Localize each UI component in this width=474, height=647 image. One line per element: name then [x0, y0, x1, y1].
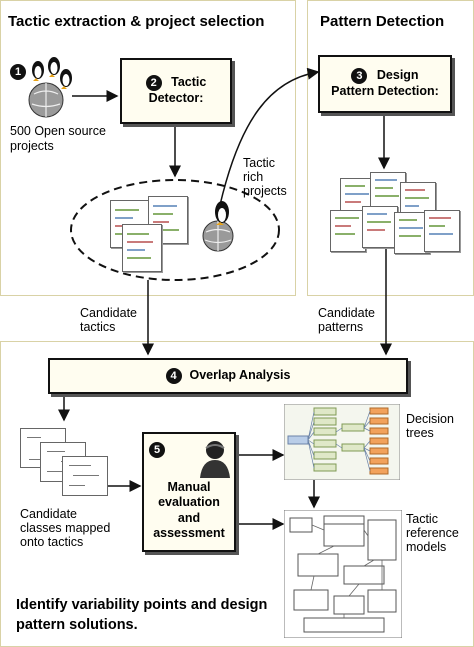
step-4-badge: 4: [165, 368, 182, 384]
tactic-models-label-3: models: [406, 540, 447, 554]
decision-trees-label-2: trees: [406, 426, 434, 440]
manual-label-3: and: [177, 510, 201, 525]
open-source-label-2: projects: [10, 139, 54, 153]
tactic-rich-label-1: Tactic: [243, 156, 275, 170]
design-pattern-label-2: Pattern Detection:: [331, 84, 439, 99]
candidate-classes-label-2: classes mapped: [20, 521, 111, 535]
step-3-badge: 3: [351, 68, 368, 85]
candidate-tactics-label-2: tactics: [80, 320, 116, 334]
document-icon: [330, 210, 366, 252]
reference-model-diagram: [284, 510, 402, 638]
manual-label-4: assessment: [153, 526, 225, 541]
tactic-models-label-2: reference: [406, 526, 459, 540]
bottom-section-title: Identify variability points and design p…: [16, 597, 268, 633]
tactic-rich-label-2: rich: [243, 170, 264, 184]
penguin-globe-icon: [202, 201, 234, 252]
design-pattern-label-1: Design: [376, 68, 419, 83]
overlap-analysis-label: Overlap Analysis: [189, 368, 291, 383]
step-1-badge: 1: [10, 64, 26, 80]
penguin-globe-icon: [28, 57, 72, 118]
decision-tree-diagram: [284, 404, 400, 480]
decision-trees-label-1: Decision: [406, 412, 454, 426]
right-section-title: Pattern Detection: [320, 13, 445, 30]
tactic-rich-label-3: projects: [243, 184, 287, 198]
candidate-tactics-label-1: Candidate: [80, 306, 137, 320]
left-section-title: Tactic extraction & project selection: [8, 13, 265, 30]
tactic-models-label-1: Tactic: [406, 512, 438, 526]
pattern-detection-box: 3 Design Pattern Detection:: [318, 55, 452, 113]
document-icon: [362, 206, 398, 248]
open-source-projects-icon: 1: [10, 56, 72, 120]
document-icon: [122, 224, 162, 272]
manual-evaluation-box: 5 Manual evaluation and assessment: [142, 432, 236, 552]
manual-label-1: Manual: [167, 479, 211, 494]
step-2-badge: 2: [145, 75, 162, 92]
manual-label-2: evaluation: [158, 495, 220, 510]
class-diagram-icon: [62, 456, 108, 496]
candidate-classes-label-1: Candidate: [20, 507, 77, 521]
person-icon: [200, 441, 230, 478]
candidate-classes-label-3: onto tactics: [20, 535, 84, 549]
step-5-badge: 5: [149, 442, 165, 458]
tactic-detector-box: 2 Tactic Detector:: [120, 58, 232, 124]
candidate-patterns-label-1: Candidate: [318, 306, 375, 320]
tactic-detector-label-2: Detector:: [148, 91, 204, 106]
overlap-analysis-box: 4 Overlap Analysis: [48, 358, 408, 394]
candidate-patterns-label-2: patterns: [318, 320, 364, 334]
open-source-label-1: 500 Open source: [10, 124, 106, 138]
document-icon: [424, 210, 460, 252]
tactic-detector-label-1: Tactic: [171, 75, 207, 90]
